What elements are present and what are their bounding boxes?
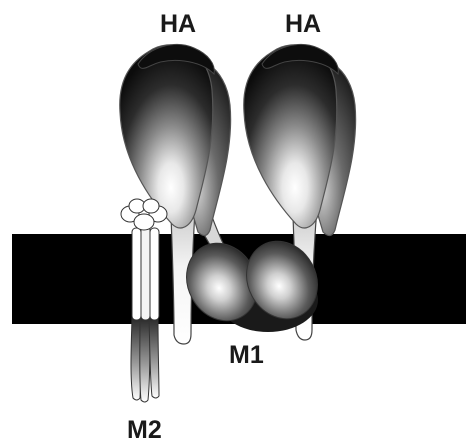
label-ha-right: HA — [285, 12, 321, 37]
label-ha-left: HA — [160, 12, 196, 37]
m2-helix-2 — [141, 226, 150, 320]
m2-head-5 — [134, 214, 154, 230]
label-m2: M2 — [127, 418, 162, 443]
m2-helix-3 — [150, 228, 159, 320]
m2-tail-3 — [149, 318, 159, 398]
m2-helix-1 — [132, 228, 141, 320]
m2-head-4 — [143, 199, 159, 213]
ha-right-lobe-front — [244, 45, 337, 228]
label-m1: M1 — [229, 343, 264, 368]
m2-tail-2 — [140, 318, 150, 402]
